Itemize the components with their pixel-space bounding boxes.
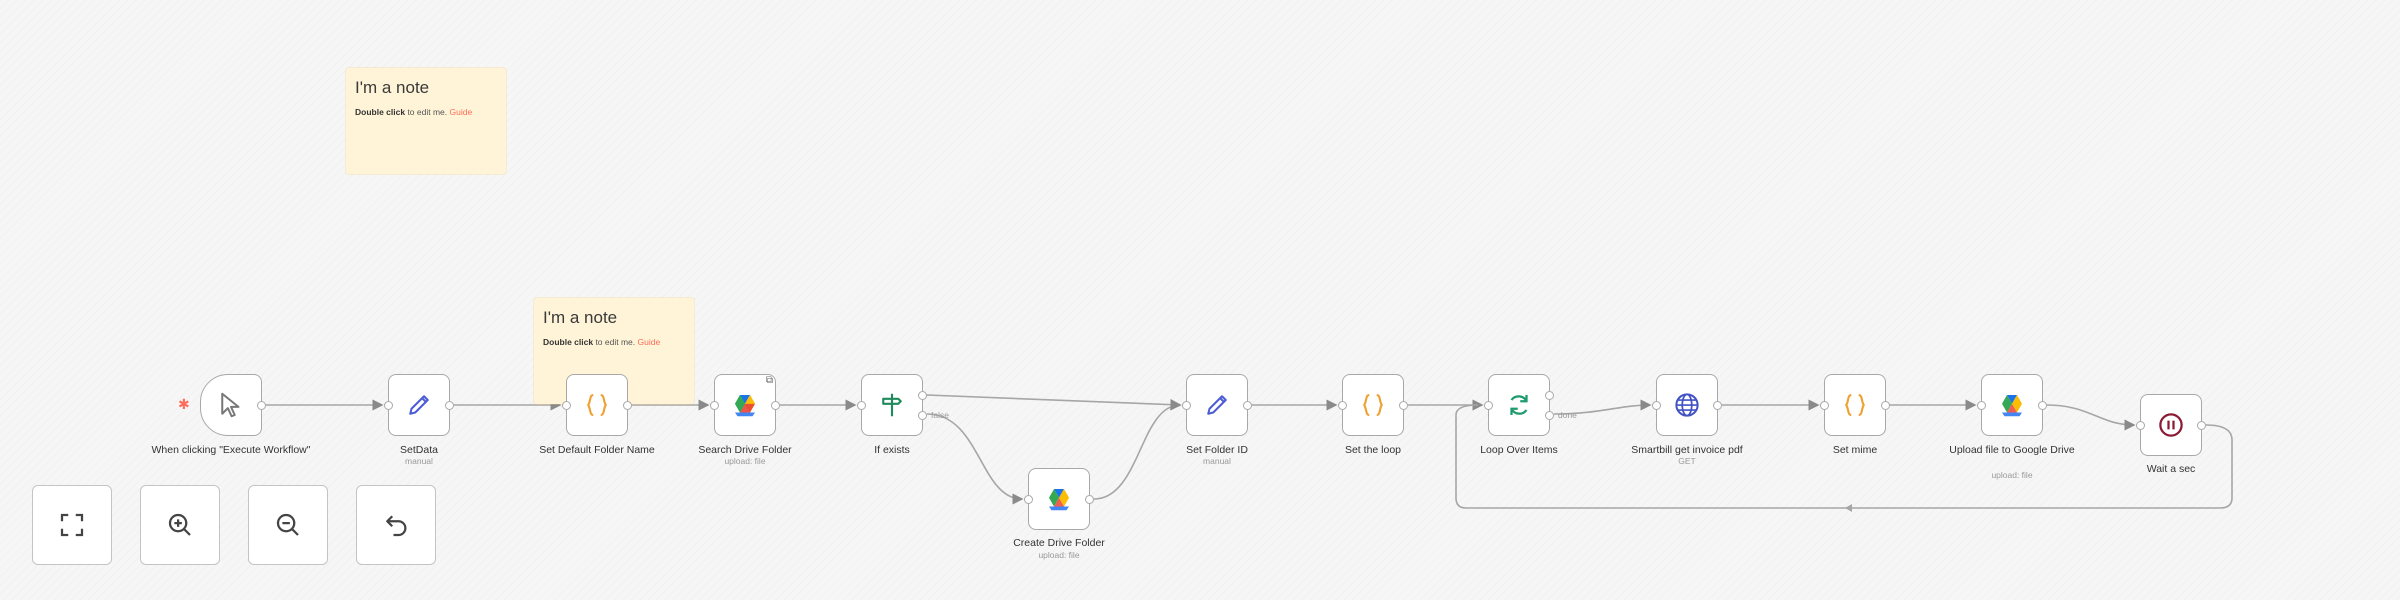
note-guide-link[interactable]: Guide	[449, 107, 473, 117]
node-label: Set Folder ID	[1186, 444, 1248, 456]
node-label: When clicking "Execute Workflow"	[151, 444, 311, 456]
node-label: Loop Over Items	[1480, 444, 1558, 456]
curly-braces-icon	[1844, 393, 1866, 417]
edge-label-done: done	[1558, 410, 1577, 420]
edge-upload-wait	[2046, 404, 2136, 431]
node-if-exists[interactable]	[857, 374, 927, 436]
refresh-icon	[1510, 395, 1528, 415]
node-label: Search Drive Folder	[698, 444, 792, 456]
pointer-icon	[221, 392, 240, 418]
fit-view-icon	[60, 513, 84, 537]
output-port[interactable]	[771, 401, 780, 410]
node-label: Create Drive Folder	[1013, 537, 1105, 549]
google-drive-icon	[735, 395, 755, 417]
input-port[interactable]	[1652, 401, 1661, 410]
node-wait-a-sec[interactable]	[2136, 394, 2206, 456]
output-port[interactable]	[2197, 421, 2206, 430]
output-port[interactable]	[1085, 495, 1094, 504]
signpost-icon	[882, 393, 902, 417]
node-smartbill-get-invoice-pdf[interactable]	[1652, 374, 1722, 436]
node-label: SetData	[400, 444, 438, 456]
input-port[interactable]	[384, 401, 393, 410]
globe-icon	[1675, 393, 1699, 417]
trigger-bolt-icon: ✱	[178, 396, 190, 412]
edge-wait-loop-back	[1455, 404, 2233, 509]
node-create-drive-folder[interactable]	[1024, 468, 1094, 530]
node-label: Set Default Folder Name	[539, 444, 655, 456]
input-port[interactable]	[1820, 401, 1829, 410]
note-title: I'm a note	[543, 308, 618, 327]
pause-icon	[2159, 413, 2183, 437]
undo-icon	[386, 515, 407, 537]
edge-loop-smartbill	[1553, 399, 1652, 415]
curly-braces-icon	[1362, 393, 1384, 417]
node-setdata[interactable]	[384, 374, 454, 436]
input-port[interactable]	[857, 401, 866, 410]
note-text: Double click to edit me. Guide	[355, 107, 473, 117]
node-set-mime[interactable]	[1820, 374, 1890, 436]
output-port-done[interactable]	[1545, 391, 1554, 400]
node-subtitle: upload: file	[1991, 470, 2033, 480]
node-subtitle: upload: file	[1038, 550, 1080, 560]
node-label: Wait a sec	[2146, 463, 2196, 475]
curly-braces-icon	[586, 393, 608, 417]
node-label: Set mime	[1832, 444, 1878, 456]
input-port[interactable]	[710, 401, 719, 410]
edge-label-false: false	[931, 410, 949, 420]
output-port[interactable]	[445, 401, 454, 410]
sticky-note-1[interactable]: I'm a note Double click to edit me. Guid…	[346, 68, 506, 174]
output-port-false[interactable]	[918, 411, 927, 420]
edge-create-setfolderid	[1093, 399, 1182, 500]
output-port[interactable]	[623, 401, 632, 410]
input-port[interactable]	[1977, 401, 1986, 410]
node-set-default-folder-name[interactable]	[562, 374, 632, 436]
node-label: Smartbill get invoice pdf	[1631, 444, 1743, 456]
output-port[interactable]	[1243, 401, 1252, 410]
zoom-in-icon	[168, 513, 191, 536]
output-port[interactable]	[1399, 401, 1408, 410]
output-port[interactable]	[257, 401, 266, 410]
input-port[interactable]	[2136, 421, 2145, 430]
pin-badge-icon: ⧉	[765, 375, 773, 386]
node-loop-over-items[interactable]	[1484, 374, 1554, 436]
output-port[interactable]	[2038, 401, 2047, 410]
node-label: Set the loop	[1344, 444, 1402, 456]
zoom-in-button[interactable]	[140, 485, 220, 565]
output-port-true[interactable]	[918, 391, 927, 400]
output-port[interactable]	[1713, 401, 1722, 410]
input-port[interactable]	[1484, 401, 1493, 410]
google-drive-icon	[2002, 395, 2022, 417]
output-port[interactable]	[1881, 401, 1890, 410]
node-manual-trigger[interactable]	[200, 374, 266, 436]
node-subtitle: manual	[405, 456, 433, 466]
note-title: I'm a note	[355, 78, 430, 97]
note-guide-link[interactable]: Guide	[637, 337, 661, 347]
edge-if-false-create	[926, 413, 1024, 505]
input-port[interactable]	[1024, 495, 1033, 504]
node-set-the-loop[interactable]	[1338, 374, 1408, 436]
output-port-loop[interactable]	[1545, 411, 1554, 420]
node-label: Upload file to Google Drive	[1949, 444, 2075, 456]
node-upload-file-google-drive[interactable]	[1977, 374, 2047, 436]
node-subtitle: upload: file	[724, 456, 766, 466]
edge-if-true-setfolderid	[926, 394, 1182, 411]
pencil-icon	[1207, 395, 1227, 415]
node-search-drive-folder[interactable]: ⧉	[710, 374, 780, 436]
node-subtitle: manual	[1203, 456, 1231, 466]
node-label: If exists	[874, 444, 910, 456]
zoom-out-icon	[276, 513, 299, 536]
undo-button[interactable]	[356, 485, 436, 565]
node-set-folder-id[interactable]	[1182, 374, 1252, 436]
node-subtitle: GET	[1678, 456, 1696, 466]
pencil-icon	[409, 395, 429, 415]
input-port[interactable]	[562, 401, 571, 410]
google-drive-icon	[1049, 489, 1069, 511]
input-port[interactable]	[1182, 401, 1191, 410]
zoom-out-button[interactable]	[248, 485, 328, 565]
input-port[interactable]	[1338, 401, 1347, 410]
note-text: Double click to edit me. Guide	[543, 337, 661, 347]
fit-to-view-button[interactable]	[32, 485, 112, 565]
